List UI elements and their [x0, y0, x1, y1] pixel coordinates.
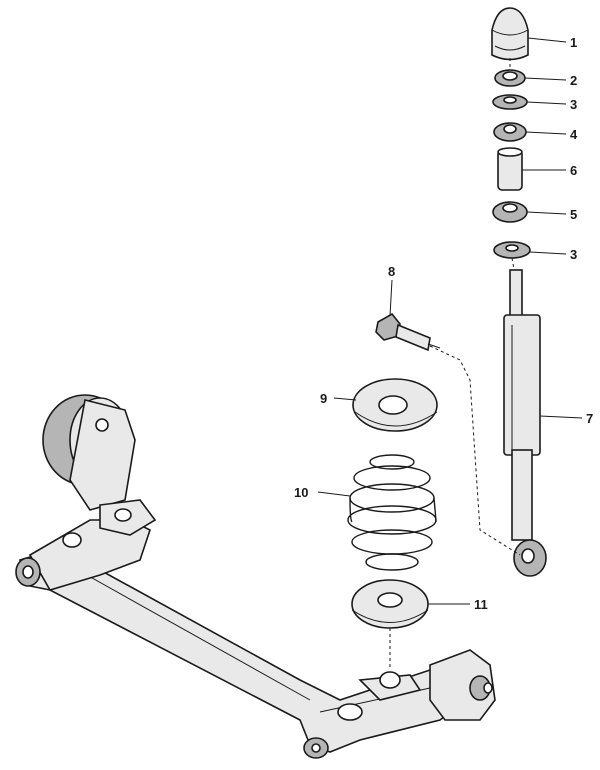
callout-5: 5	[570, 207, 577, 222]
callout-2: 2	[570, 73, 577, 88]
callout-labels: 1 2 3 4 6 5 3 8 7 9 10 11	[294, 35, 593, 612]
callout-3-lower: 3	[570, 247, 577, 262]
callout-6: 6	[570, 163, 577, 178]
callout-4: 4	[570, 127, 578, 142]
lower-spring-seat	[351, 579, 429, 668]
callout-8: 8	[388, 264, 395, 279]
rear-axle-beam	[15, 394, 496, 759]
leader-lines	[317, 37, 583, 605]
shock-upper-mount-stack	[491, 7, 531, 276]
callout-7: 7	[586, 411, 593, 426]
callout-10: 10	[294, 485, 308, 500]
shock-absorber	[503, 269, 547, 577]
callout-9: 9	[320, 391, 327, 406]
callout-3: 3	[570, 97, 577, 112]
callout-11: 11	[474, 597, 488, 612]
bump-stop-cap	[491, 7, 529, 61]
upper-spring-seat	[352, 378, 438, 432]
callout-1: 1	[570, 35, 577, 50]
mounting-bolt	[375, 312, 521, 556]
coil-spring	[347, 454, 437, 571]
